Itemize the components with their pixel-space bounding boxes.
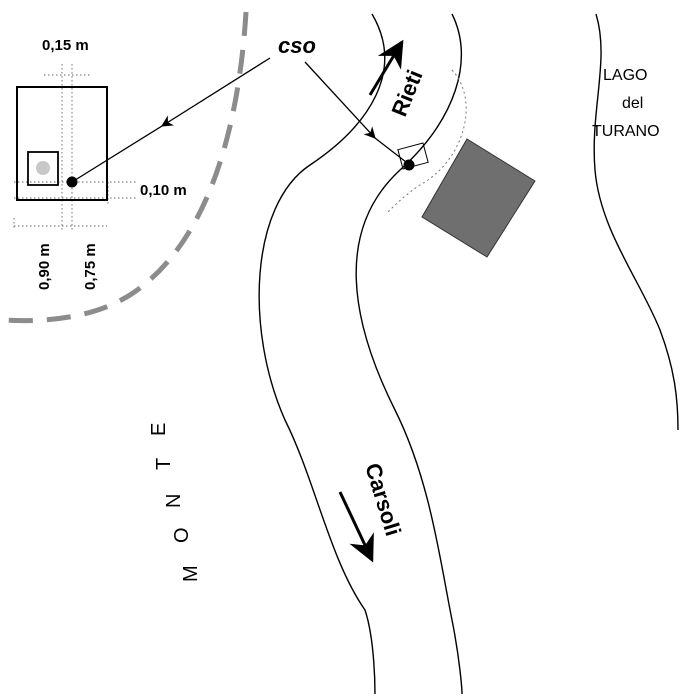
cso-site-marker-box bbox=[397, 142, 429, 170]
monte-letter: O bbox=[171, 527, 193, 543]
dim-right-label: 0,10 m bbox=[140, 182, 187, 199]
road-edge-left bbox=[258, 13, 386, 695]
monte-letter: M bbox=[180, 565, 202, 582]
road-south-label: Carsoli bbox=[360, 460, 406, 539]
cso-leader-to-inset bbox=[161, 57, 271, 127]
dashed-boundary bbox=[1, 11, 249, 324]
cso-site-dot bbox=[403, 159, 415, 171]
cso-leader-site-dot bbox=[374, 137, 407, 163]
monte-letter: N bbox=[163, 494, 185, 508]
detail-inner-square bbox=[27, 151, 59, 186]
lake-label-line-3: TURANO bbox=[592, 123, 660, 140]
building bbox=[421, 138, 536, 258]
dim-top-label: 0,15 m bbox=[42, 37, 89, 54]
cso-leader-to-site bbox=[304, 61, 376, 139]
lake-label-line-1: LAGO bbox=[603, 67, 647, 84]
arrow-south-icon bbox=[338, 491, 374, 563]
dimension-guides bbox=[13, 64, 138, 232]
road-edge-right bbox=[355, 13, 463, 695]
lake-shoreline bbox=[593, 13, 679, 431]
monte-label: M O N T E bbox=[148, 423, 202, 582]
arrow-north-icon bbox=[368, 39, 404, 96]
dim-left-vertical-label: 0,90 m bbox=[36, 243, 53, 290]
detail-inner-dot bbox=[36, 161, 50, 175]
detail-inset-frame bbox=[16, 86, 108, 201]
cso-label: cso bbox=[278, 33, 316, 58]
dim-mid-vertical-label: 0,75 m bbox=[82, 243, 99, 290]
cso-leader-inset-dot bbox=[71, 125, 163, 183]
road-north-label: Rieti bbox=[386, 66, 427, 120]
monte-letter: E bbox=[148, 423, 170, 436]
monte-letter: T bbox=[153, 458, 175, 470]
lake-label-line-2: del bbox=[622, 95, 643, 112]
